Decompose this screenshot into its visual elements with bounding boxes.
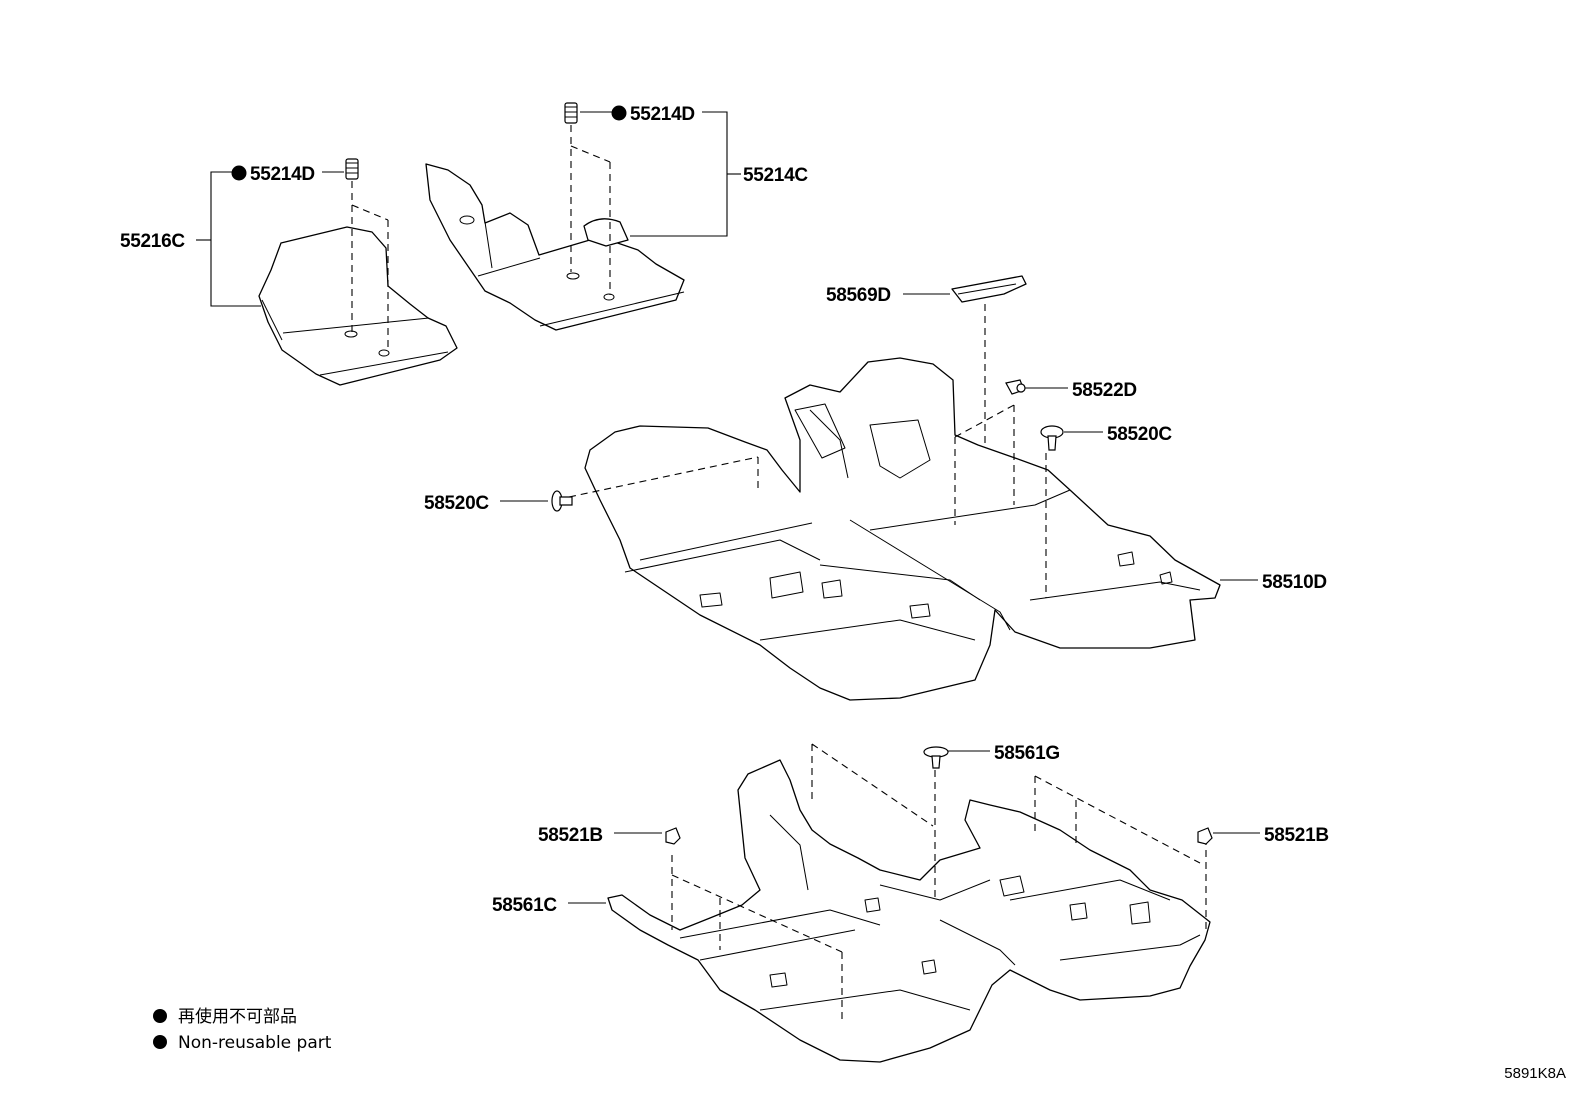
callout-58522d: 58522D bbox=[1072, 380, 1137, 401]
clip-58561g bbox=[923, 746, 949, 769]
guide-line bbox=[351, 181, 389, 350]
plate-58569d bbox=[951, 275, 1027, 303]
callout-58510d: 58510D bbox=[1262, 572, 1327, 593]
mat-clip-55214d-left bbox=[345, 158, 359, 180]
callout-58521b-left: 58521B bbox=[538, 825, 603, 846]
guide-line bbox=[1034, 775, 1201, 864]
legend-dot-icon bbox=[153, 1009, 167, 1023]
callout-58520c-left: 58520C bbox=[424, 493, 489, 514]
guide-line bbox=[811, 743, 934, 827]
clip-58521b-left bbox=[665, 827, 681, 845]
callout-55214d-left: 55214D bbox=[250, 164, 315, 185]
non-reusable-dot-icon bbox=[231, 165, 247, 181]
callout-58520c-right: 58520C bbox=[1107, 424, 1172, 445]
callout-58521b-right: 58521B bbox=[1264, 825, 1329, 846]
floor-mat-55216c bbox=[258, 226, 458, 386]
guide-line bbox=[954, 404, 1015, 525]
non-reusable-dot-icon bbox=[611, 105, 627, 121]
mat-clip-55214d-right bbox=[564, 102, 578, 124]
guide-line bbox=[568, 456, 759, 498]
callout-55214c: 55214C bbox=[743, 165, 808, 186]
clip-58520c-right bbox=[1040, 425, 1064, 451]
callout-58569d: 58569D bbox=[826, 285, 891, 306]
callout-55214d-right: 55214D bbox=[630, 104, 695, 125]
clip-58520c-left bbox=[551, 490, 573, 512]
callout-58561c: 58561C bbox=[492, 895, 557, 916]
legend-dot-icon bbox=[153, 1035, 167, 1049]
legend-line-japanese: 再使用不可部品 bbox=[178, 1006, 297, 1027]
clip-58521b-right bbox=[1197, 827, 1213, 845]
floor-carpet-58510d bbox=[584, 357, 1221, 701]
floor-mat-55214c bbox=[425, 163, 685, 331]
callout-55216c: 55216C bbox=[120, 231, 185, 252]
leader-line bbox=[210, 171, 261, 307]
guide-line bbox=[570, 125, 611, 295]
diagram-code: 5891K8A bbox=[1504, 1065, 1566, 1082]
guide-line bbox=[671, 855, 843, 1020]
leader-line bbox=[630, 111, 728, 237]
legend-line-english: Non-reusable part bbox=[178, 1033, 332, 1053]
clip-58522d bbox=[1005, 379, 1026, 395]
floor-silencer-58561c bbox=[607, 759, 1211, 1063]
callout-58561g: 58561G bbox=[994, 743, 1060, 764]
